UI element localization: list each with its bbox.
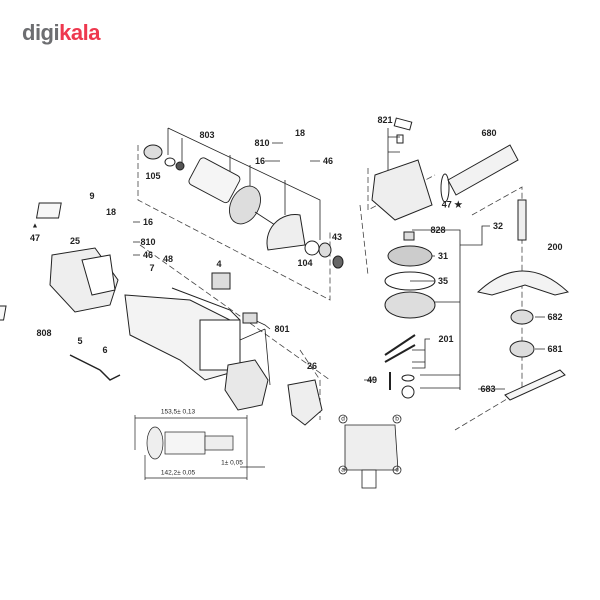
- switch-4: [211, 272, 231, 290]
- part-label-9: 9: [89, 191, 95, 201]
- spring: [396, 134, 404, 144]
- logo-text-gray: digi: [22, 20, 60, 45]
- logo-text-red: kala: [59, 20, 100, 45]
- part-label-48: 48: [162, 254, 174, 264]
- armature: [188, 157, 276, 226]
- lock-washer: [401, 385, 415, 399]
- handle-flange: [440, 173, 450, 203]
- label-plate-808: [0, 305, 7, 321]
- bearing-flange: [384, 291, 436, 319]
- washer-lower: [401, 374, 415, 382]
- motor-housing: [124, 294, 241, 381]
- bearing: [175, 161, 185, 171]
- part-label-16: 16: [254, 156, 266, 166]
- armature-dimension-drawing: [134, 415, 265, 480]
- part-label-7: 7: [149, 263, 155, 273]
- part-label-47: 47: [29, 233, 41, 243]
- guard-clamp-201: [384, 334, 416, 363]
- part-label-16: 16: [142, 217, 154, 227]
- part-label-683: 683: [480, 384, 496, 394]
- switch-plate: [242, 312, 258, 324]
- dimension-length: 142,2± 0,05: [160, 469, 196, 477]
- part-label-32: 32: [492, 221, 504, 231]
- part-label-681: 681: [547, 344, 563, 354]
- gear-housing: [371, 159, 433, 221]
- nut-828: [403, 231, 415, 241]
- part-label-18: 18: [105, 207, 117, 217]
- gasket-35: [384, 271, 436, 291]
- corner-mark-d: d: [341, 415, 345, 423]
- part-label-31: 31: [437, 251, 449, 261]
- part-label-5: 5: [77, 336, 83, 346]
- part-label-808: 808: [36, 328, 52, 338]
- power-cord: [69, 354, 121, 381]
- digikala-logo: digikala: [22, 20, 100, 46]
- spindle-32: [517, 199, 527, 241]
- part-label-26: 26: [306, 361, 318, 371]
- bearing-collar: [318, 242, 332, 258]
- part-label-105: 105: [145, 171, 161, 181]
- part-label-810: 810: [140, 237, 156, 247]
- part-label-801: 801: [274, 324, 290, 334]
- washer: [164, 157, 176, 167]
- brush-holder-26: [287, 379, 323, 426]
- part-label-200: 200: [547, 242, 563, 252]
- part-label-682: 682: [547, 312, 563, 322]
- part-label-47-star: 47 ★: [441, 199, 463, 210]
- gear-31: [387, 245, 433, 267]
- pinion-43: [332, 255, 344, 269]
- corner-mark-b: b: [395, 415, 399, 423]
- part-label-810: 810: [254, 138, 270, 148]
- part-label-104: 104: [297, 258, 313, 268]
- flange-682: [510, 309, 534, 325]
- label-plate-9: [35, 202, 62, 219]
- part-label-821: 821: [377, 115, 393, 125]
- part-label-46: 46: [142, 250, 154, 260]
- part-label-803: 803: [199, 130, 215, 140]
- gear-head-bottom-view: [338, 414, 402, 489]
- part-label-201: 201: [438, 334, 454, 344]
- part-label-680: 680: [481, 128, 497, 138]
- bearing-105: [143, 144, 163, 160]
- corner-mark-c: c: [395, 466, 399, 474]
- rear-housing-25: [49, 247, 119, 313]
- part-label-49: 49: [366, 375, 378, 385]
- wheel-guard-200: [476, 270, 570, 296]
- part-label-18: 18: [294, 128, 306, 138]
- dimension-offset: 1± 0,05: [221, 459, 243, 467]
- stator: [224, 359, 269, 411]
- part-label-828: 828: [430, 225, 446, 235]
- part-label-43: 43: [331, 232, 343, 242]
- part-label-25: 25: [69, 236, 81, 246]
- side-handle-680: [447, 144, 519, 196]
- corner-mark-a: a: [341, 466, 345, 474]
- part-label-35: 35: [437, 276, 449, 286]
- switch-bar: [171, 287, 241, 321]
- part-label-46: 46: [322, 156, 334, 166]
- spanner-683: [504, 369, 566, 401]
- triangle-mark-icon: ▲: [31, 222, 39, 230]
- part-label-6: 6: [102, 345, 108, 355]
- dimension-overall: 153,5± 0,13: [160, 408, 196, 416]
- part-label-4: 4: [216, 259, 222, 269]
- lock-button: [393, 117, 413, 131]
- clamp-nut-681: [509, 340, 535, 358]
- ring-104: [304, 240, 320, 256]
- fan-baffle: [266, 214, 306, 251]
